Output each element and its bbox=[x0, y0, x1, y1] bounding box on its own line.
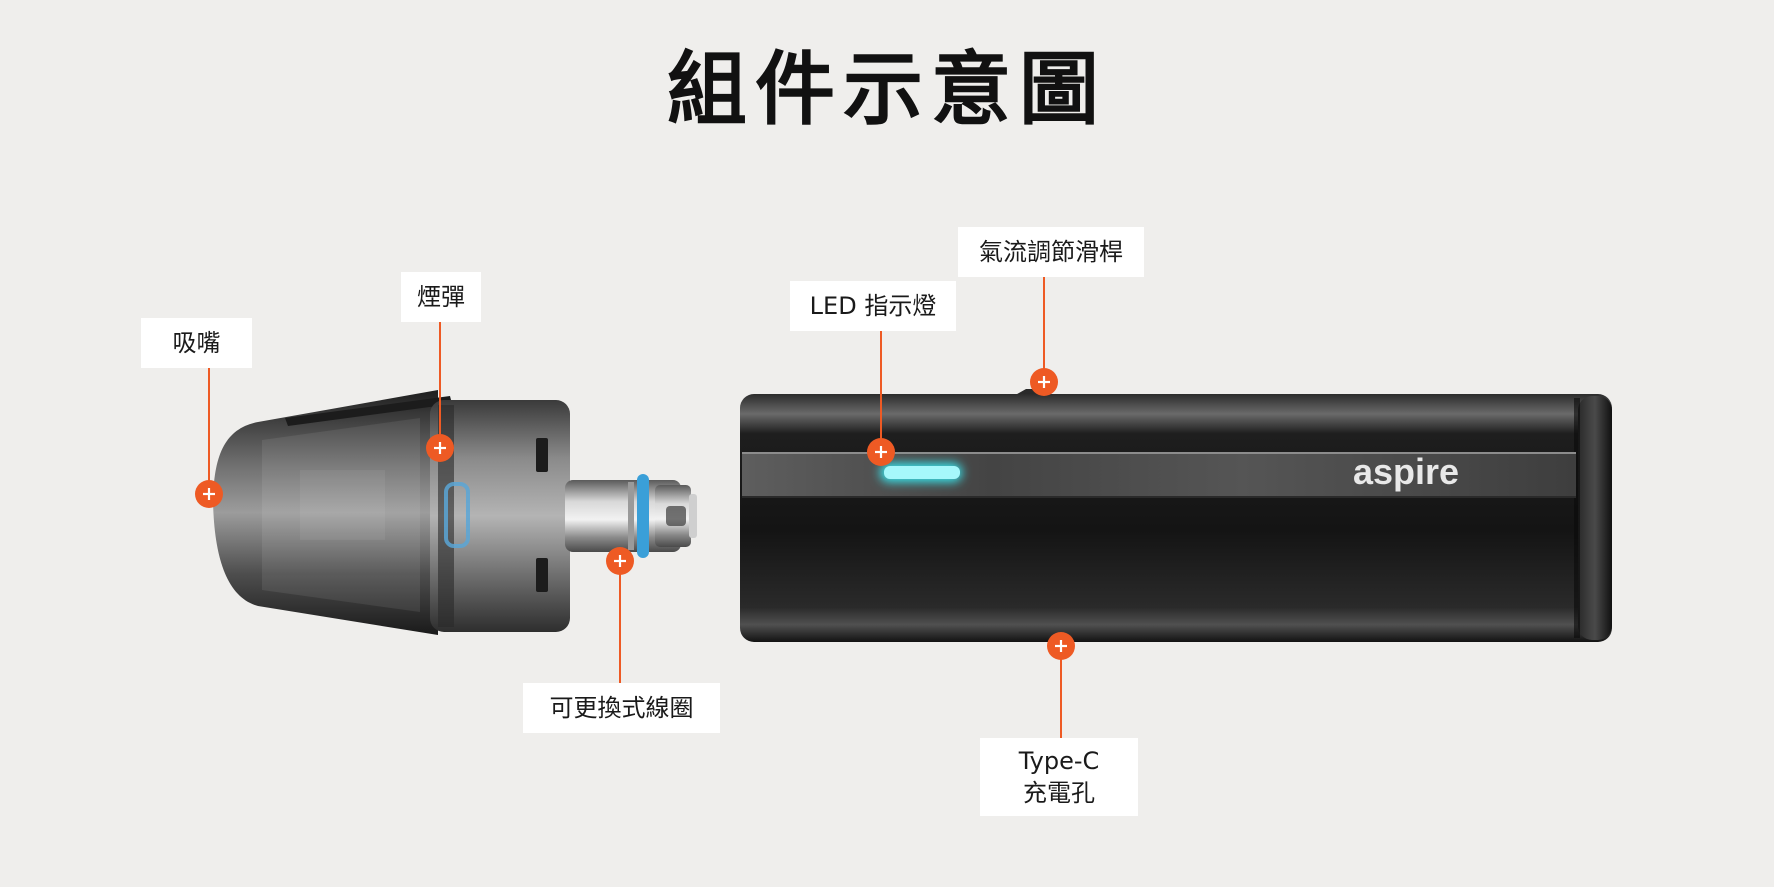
label-mouthpiece: 吸嘴 bbox=[141, 318, 252, 368]
label-led: LED 指示燈 bbox=[790, 281, 956, 331]
label-coil-text: 可更換式線圈 bbox=[549, 694, 694, 722]
coil-o-ring bbox=[637, 474, 649, 558]
marker-coil[interactable] bbox=[606, 547, 634, 575]
label-mouthpiece-text: 吸嘴 bbox=[172, 329, 221, 357]
label-airflow-text: 氣流調節滑桿 bbox=[979, 238, 1123, 266]
device-logo: aspire bbox=[1353, 451, 1459, 492]
marker-pod[interactable] bbox=[426, 434, 454, 462]
label-typec-line1: Type-C bbox=[1018, 747, 1100, 775]
device-end-cap bbox=[1578, 396, 1612, 640]
label-typec-line2: 充電孔 bbox=[1023, 779, 1095, 807]
label-led-text: LED 指示燈 bbox=[809, 292, 937, 320]
label-coil: 可更換式線圈 bbox=[523, 683, 720, 733]
coil-metal-body bbox=[565, 480, 681, 552]
battery-body: aspire bbox=[740, 389, 1612, 642]
page-title: 組件示意圖 bbox=[667, 43, 1107, 136]
mouthpiece bbox=[213, 390, 438, 635]
marker-mouthpiece[interactable] bbox=[195, 480, 223, 508]
label-pod: 煙彈 bbox=[401, 272, 481, 322]
marker-led[interactable] bbox=[867, 438, 895, 466]
pod-cartridge bbox=[213, 390, 697, 635]
label-pod-text: 煙彈 bbox=[417, 283, 465, 311]
label-typec: Type-C 充電孔 bbox=[980, 738, 1138, 816]
label-airflow: 氣流調節滑桿 bbox=[958, 227, 1144, 277]
marker-typec[interactable] bbox=[1047, 632, 1075, 660]
pod-tank bbox=[430, 400, 570, 632]
device-shell bbox=[740, 394, 1612, 642]
marker-airflow[interactable] bbox=[1030, 368, 1058, 396]
